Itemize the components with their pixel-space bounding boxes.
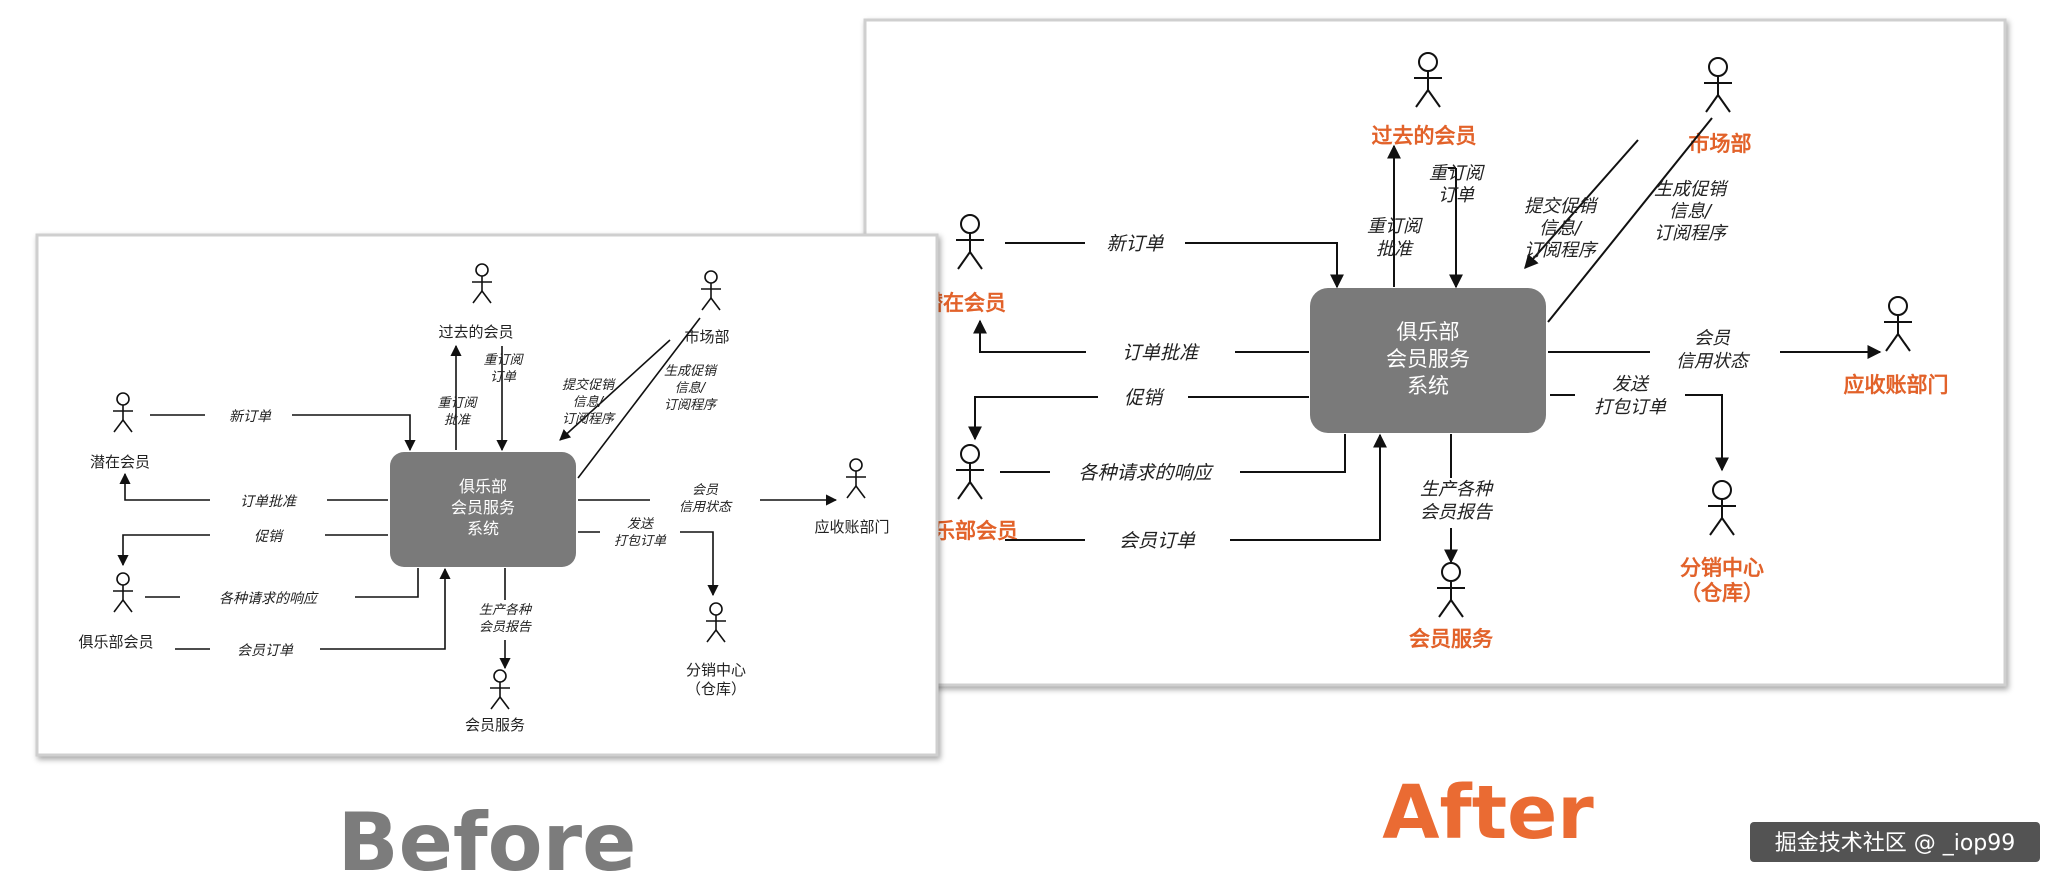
before-system-line1: 俱乐部	[459, 477, 507, 496]
before-generate-promo-label-1: 生成促销	[664, 364, 718, 379]
before-member-order-label: 会员订单	[237, 643, 294, 659]
after-system-line1: 俱乐部	[1397, 320, 1460, 344]
before-responses-label: 各种请求的响应	[219, 591, 319, 607]
after-distribution-label-2: （仓库）	[1680, 581, 1764, 605]
after-credit-status-label-1: 会员	[1694, 328, 1731, 349]
after-diagram: 俱乐部 会员服务 系统 过去的会员 市场部 潜在会员 乐部会员 应收账部门 分销…	[922, 52, 1949, 651]
after-distribution-label-1: 分销中心	[1680, 556, 1764, 580]
after-past-member-label: 过去的会员	[1372, 124, 1477, 148]
after-club-member-icon	[956, 444, 984, 500]
before-potential-member-label: 潜在会员	[90, 453, 150, 471]
after-member-order-label: 会员订单	[1119, 530, 1196, 552]
after-promotion-arrow	[968, 396, 1098, 441]
before-new-order-label: 新订单	[229, 409, 272, 425]
before-ship-order-label-2: 打包订单	[614, 534, 667, 549]
before-potential-member-icon	[113, 392, 133, 433]
after-resubscribe-order-label-1: 重订阅	[1429, 163, 1485, 184]
after-promotion-label: 促销	[1124, 387, 1165, 409]
after-order-approval-arrow	[973, 319, 1086, 353]
after-ship-order-arrow	[1685, 394, 1729, 472]
before-credit-status-label-1: 会员	[692, 483, 719, 498]
before-receivable-icon	[846, 458, 866, 499]
before-club-member-icon	[113, 572, 133, 613]
before-reports-label-2: 会员报告	[479, 620, 532, 635]
after-actor-icons	[956, 52, 1912, 618]
after-club-member-label: 乐部会员	[934, 519, 1018, 543]
before-resubscribe-order-label-2: 订单	[490, 370, 517, 385]
after-system-box	[1310, 288, 1546, 433]
after-credit-status-label-2: 信用状态	[1676, 351, 1751, 372]
before-submit-promo-label-2: 信息/	[573, 394, 605, 410]
before-submit-promo-label-1: 提交促销	[562, 377, 616, 393]
before-generate-promo-label-3: 订阅程序	[664, 398, 718, 413]
watermark-text: 掘金技术社区 @ _iop99	[1775, 831, 2016, 856]
before-flow-lines	[117, 317, 838, 670]
after-resubscribe-approval-label-2: 批准	[1376, 239, 1414, 260]
before-past-member-icon	[472, 263, 492, 304]
after-member-order-arrow	[1230, 433, 1387, 541]
before-club-member-label: 俱乐部会员	[78, 633, 153, 651]
before-distribution-label-2: （仓库）	[686, 680, 746, 698]
before-system-line3: 系统	[467, 519, 499, 538]
after-new-order-arrow	[1185, 242, 1344, 289]
after-flow-lines	[968, 117, 1882, 564]
before-resubscribe-order-label-1: 重订阅	[483, 353, 524, 368]
after-submit-promo-label-3: 订阅程序	[1524, 240, 1599, 261]
before-resubscribe-approval-label-1: 重订阅	[437, 396, 478, 411]
after-past-member-icon	[1414, 52, 1442, 108]
before-reports-label-1: 生产各种	[479, 602, 533, 618]
before-receivable-label: 应收账部门	[814, 518, 889, 536]
after-resubscribe-approval-label-1: 重订阅	[1367, 216, 1423, 237]
after-submit-promo-label-2: 信息/	[1539, 218, 1583, 239]
after-potential-member-icon	[956, 214, 984, 270]
before-promotion-label: 促销	[254, 529, 285, 545]
after-responses-label: 各种请求的响应	[1078, 462, 1214, 484]
before-member-service-label: 会员服务	[465, 716, 525, 734]
before-distribution-label-1: 分销中心	[686, 661, 746, 679]
after-marketing-label: 市场部	[1689, 132, 1752, 156]
after-submit-promo-label-1: 提交促销	[1524, 196, 1599, 217]
after-receivable-label: 应收账部门	[1844, 373, 1949, 397]
before-order-approval-label: 订单批准	[240, 494, 298, 510]
before-diagram: 俱乐部 会员服务 系统 过去的会员 市场部 潜在会员 俱乐部会员 应收账部门 分…	[78, 263, 890, 734]
before-panel: 俱乐部 会员服务 系统 过去的会员 市场部 潜在会员 俱乐部会员 应收账部门 分…	[35, 233, 939, 757]
after-distribution-icon	[1708, 480, 1736, 536]
before-member-service-icon	[490, 669, 510, 710]
after-panel: 俱乐部 会员服务 系统 过去的会员 市场部 潜在会员 乐部会员 应收账部门 分销…	[863, 18, 2007, 687]
before-caption: Before	[338, 796, 637, 879]
after-member-service-label: 会员服务	[1409, 627, 1494, 651]
before-submit-promo-label-3: 订阅程序	[562, 412, 616, 427]
before-system-box	[390, 452, 576, 567]
before-generate-promo-label-2: 信息/	[675, 380, 707, 396]
after-marketing-icon	[1704, 57, 1732, 113]
after-ship-order-label-1: 发送	[1612, 374, 1650, 395]
after-resubscribe-order-label-2: 订单	[1438, 185, 1475, 206]
before-actor-icons	[113, 263, 866, 710]
after-reports-label-1: 生产各种	[1420, 479, 1494, 500]
after-submit-promo-arrow	[1524, 139, 1639, 270]
after-new-order-label: 新订单	[1106, 233, 1164, 255]
after-generate-promo-label-3: 订阅程序	[1654, 223, 1729, 244]
after-system-line2: 会员服务	[1386, 347, 1470, 371]
after-responses-arrow	[1240, 434, 1346, 473]
after-generate-promo-label-2: 信息/	[1669, 201, 1713, 222]
after-generate-promo-line	[1547, 117, 1713, 323]
before-system-line2: 会员服务	[451, 498, 515, 517]
watermark-bg	[1750, 822, 2040, 862]
before-marketing-icon	[701, 270, 721, 311]
after-system-line3: 系统	[1407, 374, 1449, 398]
after-receivable-icon	[1884, 296, 1912, 352]
before-resubscribe-approval-label-2: 批准	[444, 413, 472, 428]
after-reports-label-2: 会员报告	[1420, 502, 1494, 523]
before-credit-status-label-2: 信用状态	[679, 500, 733, 515]
after-ship-order-label-2: 打包订单	[1594, 397, 1667, 418]
after-order-approval-label: 订单批准	[1122, 342, 1200, 364]
before-ship-order-label-1: 发送	[627, 517, 655, 532]
after-generate-promo-label-1: 生成促销	[1654, 179, 1729, 200]
before-distribution-icon	[706, 602, 726, 643]
before-marketing-label: 市场部	[684, 328, 729, 346]
before-past-member-label: 过去的会员	[438, 323, 513, 341]
after-caption: After	[1382, 770, 1594, 856]
